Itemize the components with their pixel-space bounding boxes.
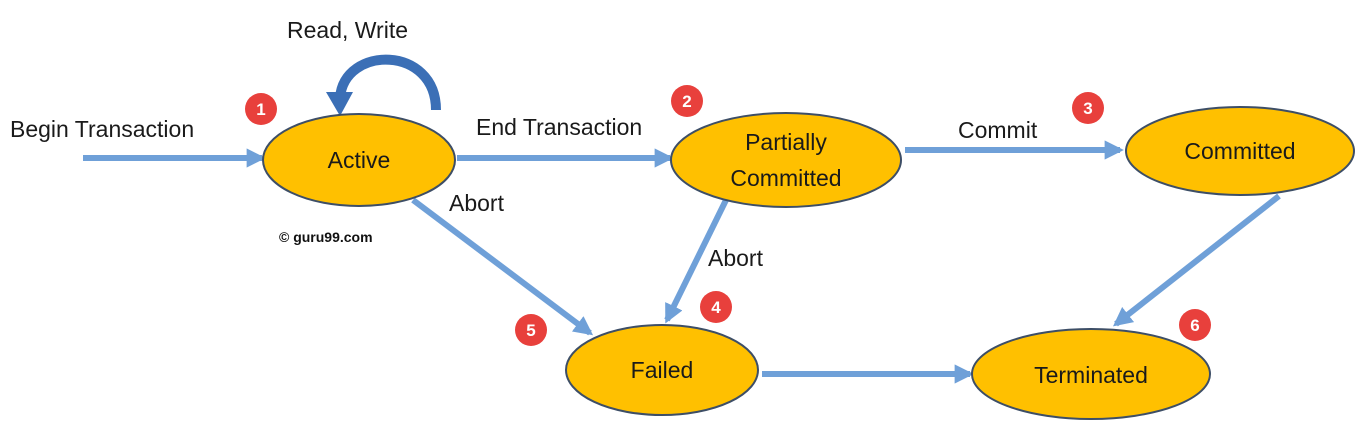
label-abort-from-active: Abort [449, 190, 505, 216]
label-abort-from-partially-committed: Abort [708, 245, 764, 271]
badge-5-label: 5 [526, 321, 535, 340]
badge-3: 3 [1072, 92, 1104, 124]
label-end-transaction: End Transaction [476, 114, 642, 140]
badge-6: 6 [1179, 309, 1211, 341]
badge-5: 5 [515, 314, 547, 346]
state-partially-committed: Partially Committed [670, 112, 902, 208]
arrow-partially-committed-to-failed [664, 196, 730, 324]
badge-6-label: 6 [1190, 316, 1199, 335]
state-failed: Failed [565, 324, 759, 416]
badge-3-label: 3 [1083, 99, 1092, 118]
state-failed-label: Failed [631, 357, 694, 383]
arrow-committed-to-terminated [1112, 193, 1281, 327]
state-active-label: Active [328, 147, 391, 173]
state-partially-committed-label-line2: Committed [730, 165, 841, 191]
state-committed-label: Committed [1184, 138, 1295, 164]
arrow-active-to-failed [411, 197, 594, 336]
badge-1-label: 1 [256, 100, 265, 119]
badge-1: 1 [245, 93, 277, 125]
badge-2: 2 [671, 85, 703, 117]
state-terminated: Terminated [971, 328, 1211, 420]
state-active: Active [262, 113, 456, 207]
badge-4: 4 [700, 291, 732, 323]
label-begin-transaction: Begin Transaction [10, 116, 194, 142]
state-committed: Committed [1125, 106, 1355, 196]
state-partially-committed-label-line1: Partially [745, 129, 827, 155]
badge-2-label: 2 [682, 92, 691, 111]
label-commit: Commit [958, 117, 1038, 143]
label-read-write: Read, Write [287, 17, 408, 43]
state-terminated-label: Terminated [1034, 362, 1148, 388]
badge-4-label: 4 [711, 298, 721, 317]
loop-arrow-read-write [326, 54, 441, 116]
watermark: © guru99.com [279, 229, 373, 245]
